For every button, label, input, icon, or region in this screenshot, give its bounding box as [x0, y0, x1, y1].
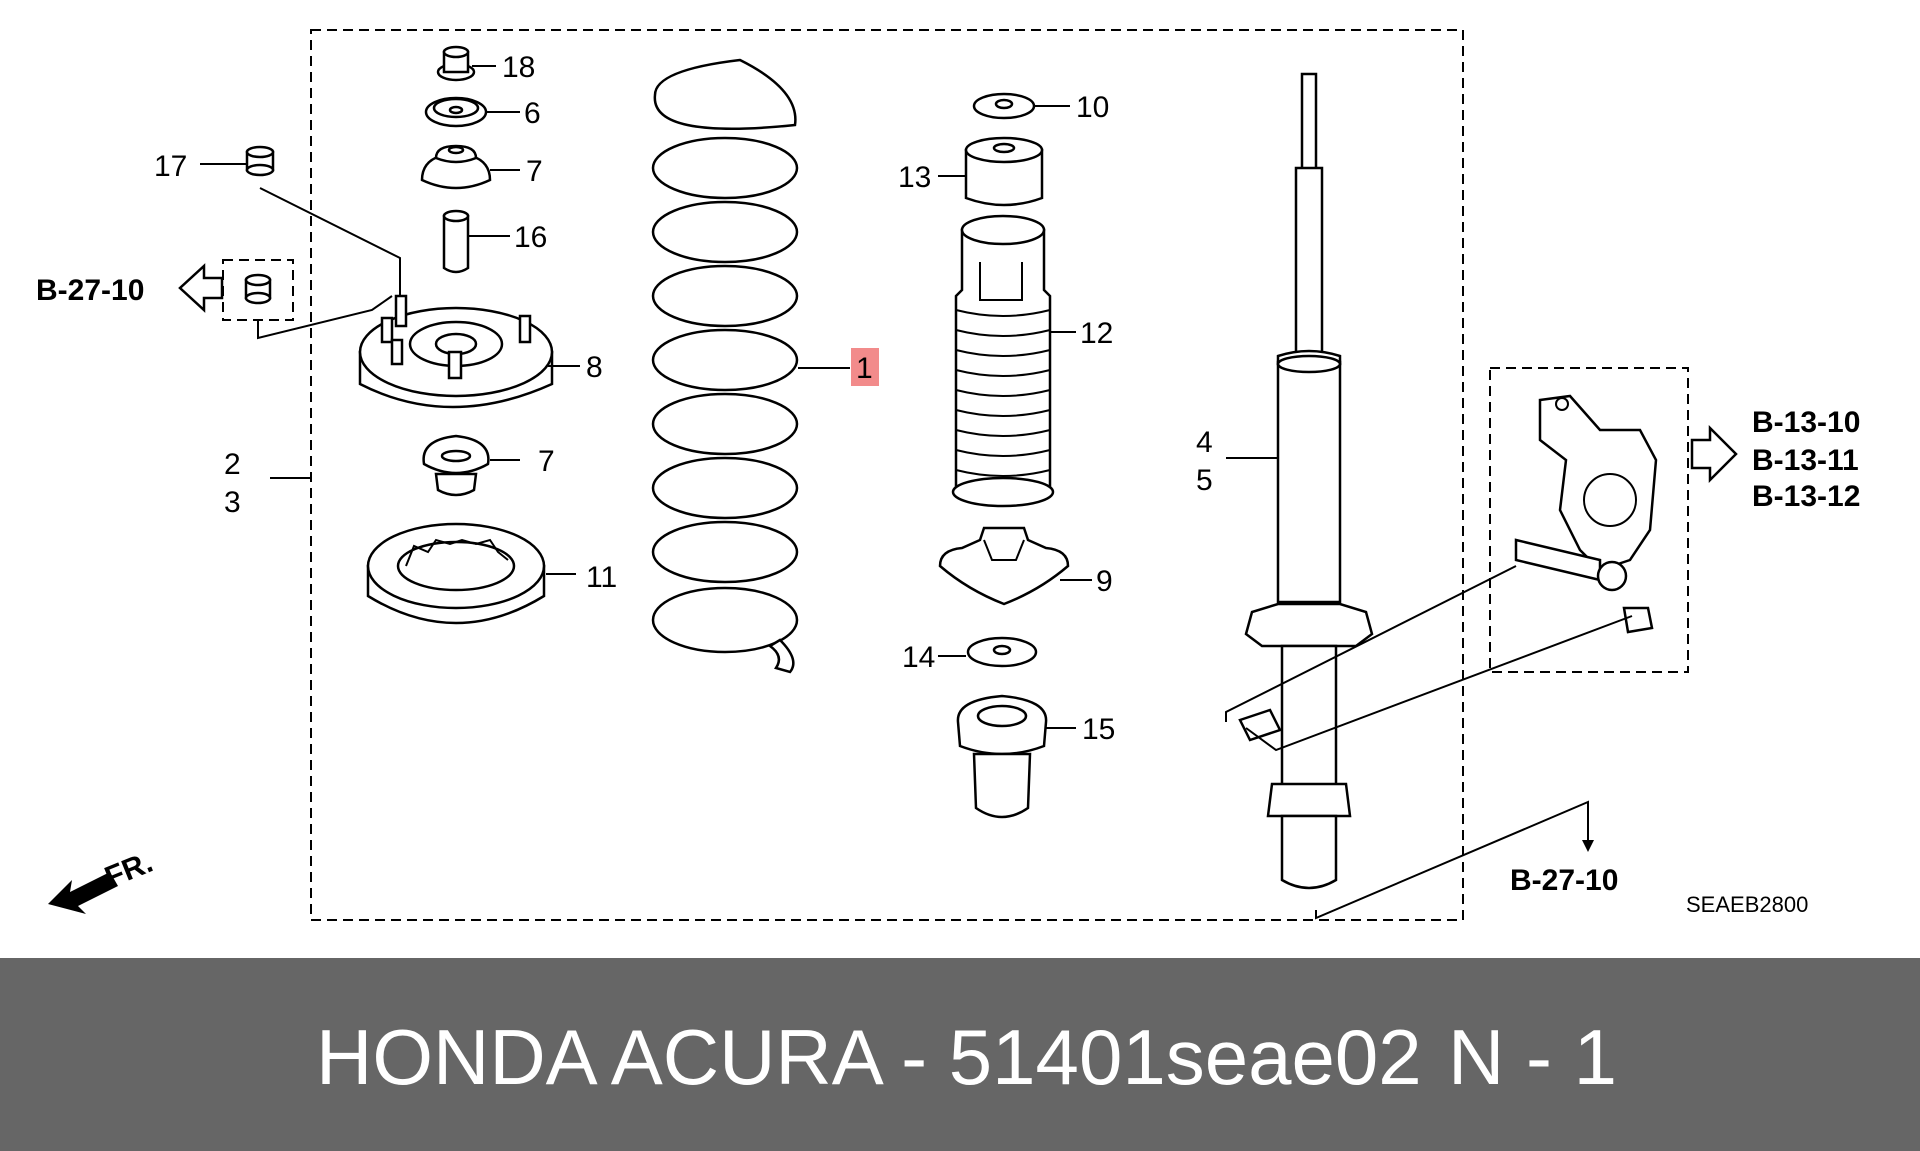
washer-6[interactable]	[424, 96, 488, 128]
part-quantity: N - 1	[1448, 1013, 1618, 1101]
ref-right-3: B-13-12	[1752, 480, 1860, 513]
ref-left: B-27-10	[36, 274, 144, 307]
callout-7-lower: 7	[538, 445, 555, 478]
ref-bottom: B-27-10	[1510, 864, 1618, 897]
front-label: FR.	[100, 846, 157, 895]
bump-stop-13[interactable]	[964, 136, 1044, 207]
ref-arrow-right	[1690, 424, 1738, 484]
mount-base-8[interactable]	[358, 294, 554, 409]
callout-12: 12	[1080, 317, 1113, 350]
mount-rubber-7-upper[interactable]	[420, 144, 492, 190]
callout-8: 8	[586, 351, 603, 384]
spring-seat-11[interactable]	[366, 522, 546, 625]
callout-10: 10	[1076, 91, 1109, 124]
mount-rubber-7-lower[interactable]	[422, 434, 490, 497]
dust-boot-12[interactable]	[951, 214, 1055, 508]
callout-15: 15	[1082, 713, 1115, 746]
callout-17: 17	[154, 150, 187, 183]
spring-seat-9[interactable]	[938, 526, 1070, 606]
diagram-code: SEAEB2800	[1686, 892, 1808, 917]
parts-diagram: 18 6 7 16 17 8 7 11 2 3 1 10 13 12 9 14 …	[36, 29, 1861, 921]
callout-14: 14	[902, 641, 935, 674]
ref-right-1: B-13-10	[1752, 406, 1860, 439]
callout-1: 1	[856, 352, 873, 385]
nut-reference	[244, 273, 272, 305]
coil-spring-1[interactable]	[651, 58, 799, 674]
nut-17[interactable]	[245, 145, 275, 177]
callout-13: 13	[898, 161, 931, 194]
leader-lines	[200, 65, 1633, 920]
callout-16: 16	[514, 221, 547, 254]
knuckle-frame	[1489, 367, 1689, 673]
callout-3: 3	[224, 486, 241, 519]
callout-9: 9	[1096, 565, 1113, 598]
highlight-box	[851, 348, 879, 386]
callout-11: 11	[586, 561, 617, 594]
knuckle-assembly	[1514, 394, 1658, 634]
callout-2: 2	[224, 448, 241, 481]
washer-10[interactable]	[972, 92, 1036, 120]
callout-4: 4	[1196, 426, 1213, 459]
ref-right-2: B-13-11	[1752, 444, 1859, 477]
part-title: HONDA ACURA - 51401seae02	[316, 1013, 1422, 1101]
flange-nut-18[interactable]	[436, 45, 476, 82]
assembly-frame	[310, 29, 1464, 921]
front-arrow-icon	[48, 872, 118, 914]
callout-5: 5	[1196, 464, 1213, 497]
shock-absorber-4-5[interactable]	[1238, 72, 1374, 890]
footer-bar	[0, 958, 1920, 1151]
collar-16[interactable]	[442, 209, 470, 274]
callout-7-upper: 7	[526, 155, 543, 188]
callout-18: 18	[502, 51, 535, 84]
ref-arrow-left	[178, 263, 224, 313]
callout-6: 6	[524, 97, 541, 130]
bump-rubber-15[interactable]	[956, 694, 1048, 819]
washer-14[interactable]	[966, 636, 1038, 668]
